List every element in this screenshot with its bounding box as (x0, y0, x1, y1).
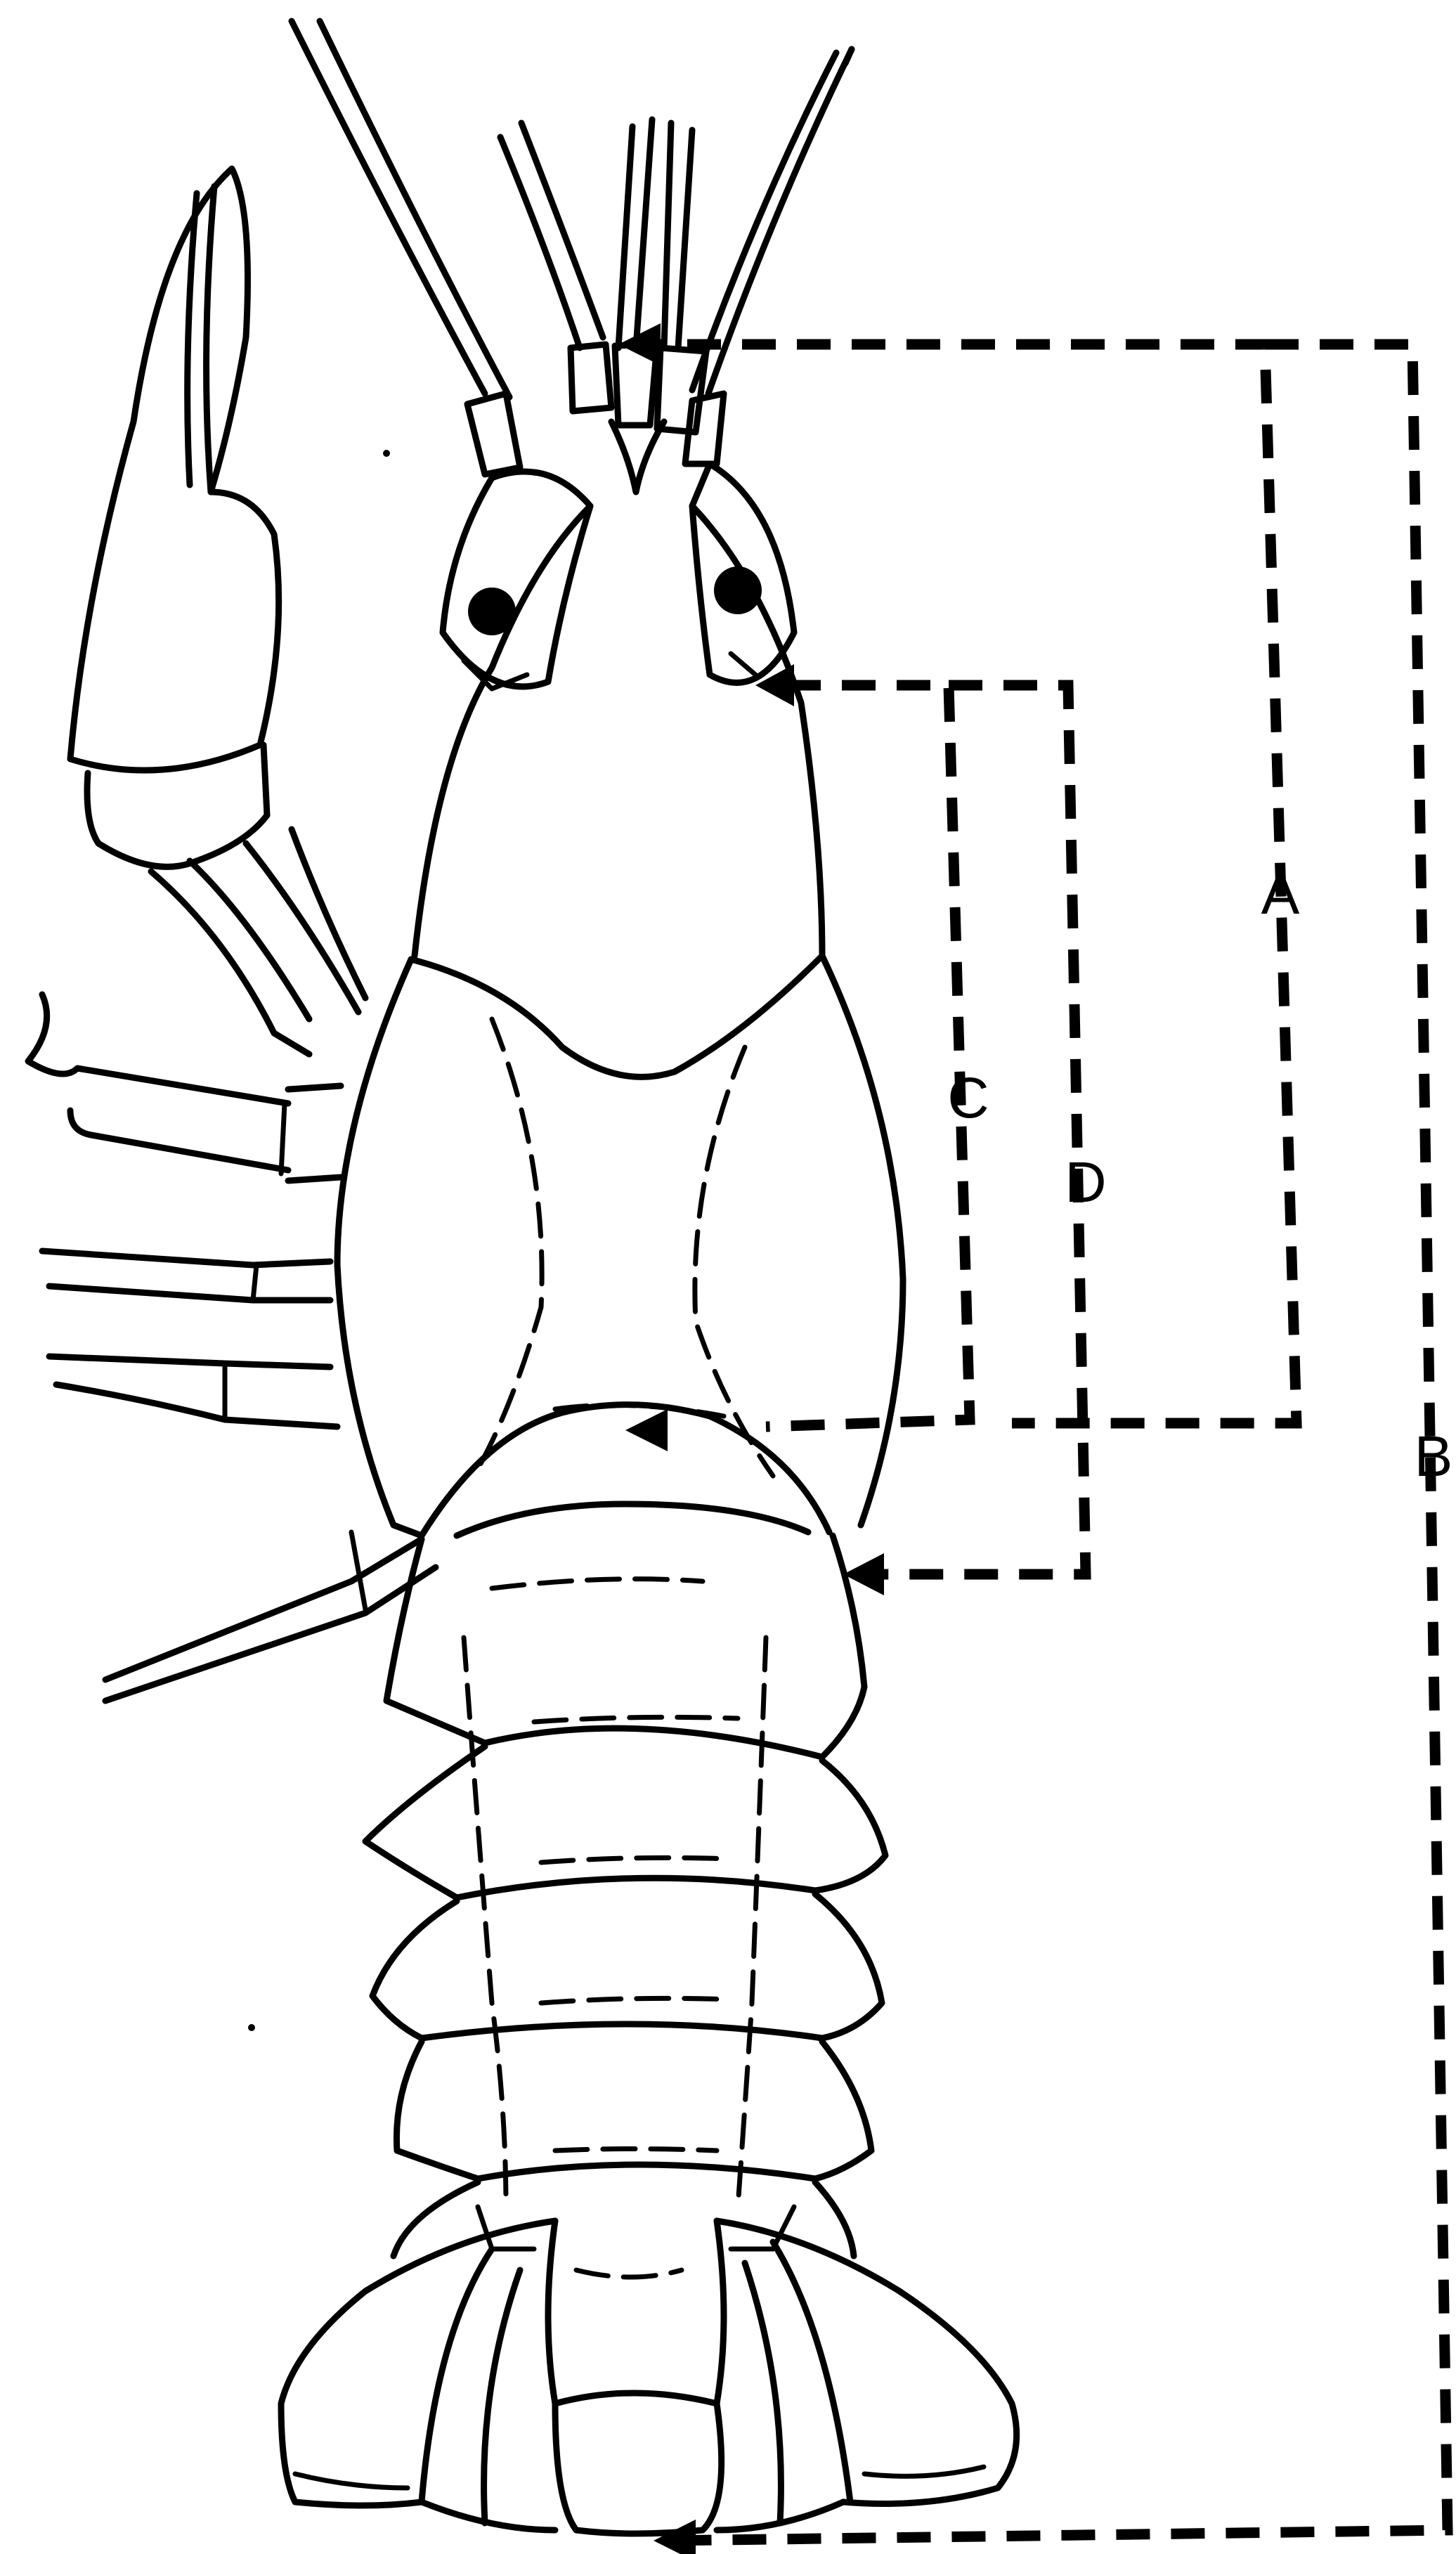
antennal-bases (467, 344, 724, 474)
label-b: B (1415, 1425, 1453, 1489)
abdomen (365, 1405, 885, 2256)
speck (383, 450, 390, 457)
label-d: D (1065, 1150, 1106, 1214)
speck (248, 2024, 255, 2031)
label-c: C (947, 1066, 989, 1130)
carapace (337, 956, 903, 1536)
label-a: A (1261, 862, 1300, 926)
head-region (415, 422, 822, 956)
dimension-c (625, 664, 970, 1451)
walking-legs (28, 994, 436, 1701)
measurement-lines: A B C D (618, 323, 1452, 2554)
antennules (500, 119, 692, 348)
cheliped (70, 169, 365, 1054)
dimension-b (654, 344, 1448, 2554)
